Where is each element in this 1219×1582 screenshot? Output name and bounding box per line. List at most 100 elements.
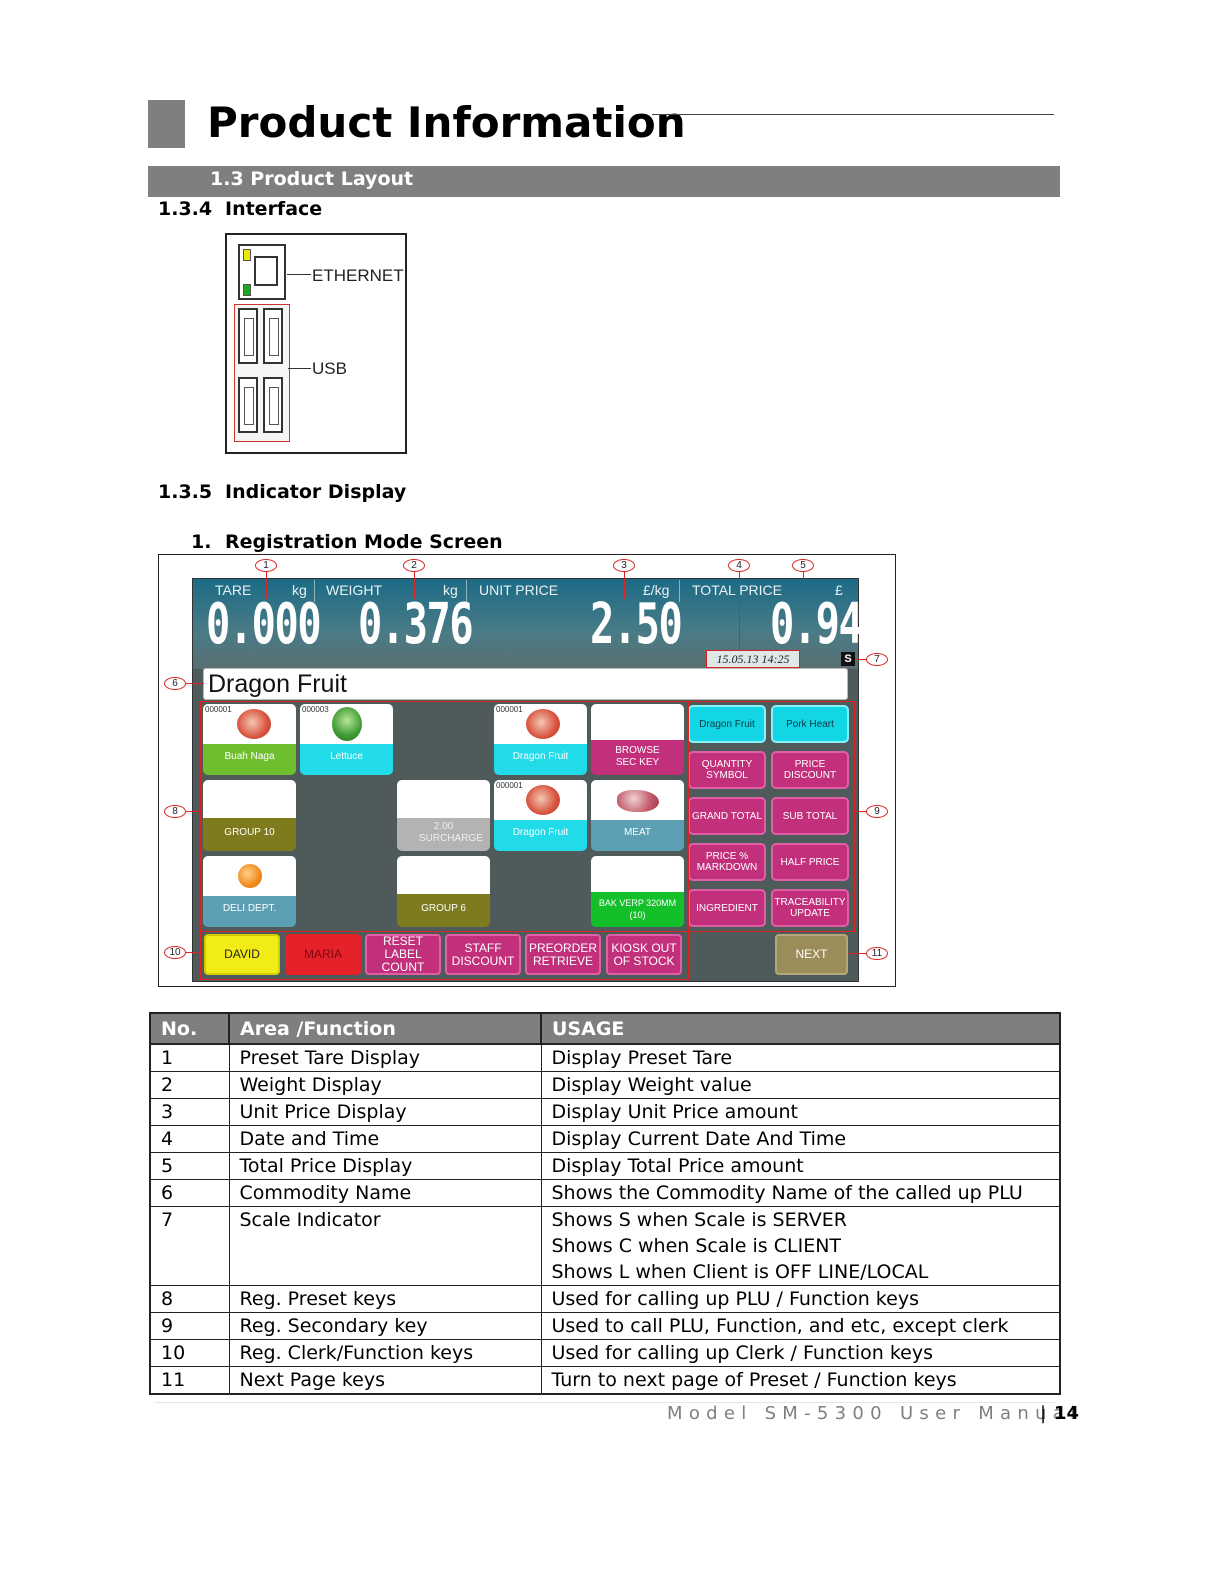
cell-line: Shows S when Scale is SERVER [551,1209,847,1231]
preset-key-group-10[interactable]: GROUP 10 [203,780,296,851]
row-function: Reg. Secondary key [228,1312,542,1340]
key-label: MEAT [623,827,652,838]
cell-line: Turn to next page of Preset / Function k… [551,1369,957,1391]
cell-line: 3 [161,1101,174,1123]
callout-5: 5 [792,559,814,572]
secondary-key-quantity-symbol[interactable]: QUANTITY SYMBOL [688,751,766,789]
secondary-key-price-markdown[interactable]: PRICE % MARKDOWN [688,843,766,881]
row-number: 8 [149,1285,230,1313]
callout-line [848,953,867,954]
cell-line: Display Current Date And Time [551,1128,847,1150]
cell-line: Used for calling up PLU / Function keys [551,1288,919,1310]
next-page-key[interactable]: NEXT [775,934,848,975]
preset-key-surcharge[interactable]: 2.00 SURCHARGE [397,780,490,851]
plu-code: 000001 [496,781,523,790]
preset-key-meat[interactable]: MEAT [591,780,684,851]
row-function: Scale Indicator [228,1206,542,1286]
callout-11: 11 [866,947,888,960]
cell-line: 11 [161,1369,186,1391]
page-title: Product Information [207,98,686,147]
scale-indicator: S [841,652,855,666]
row-number: 6 [149,1179,230,1207]
secondary-key-pork-heart[interactable]: Pork Heart [771,705,849,743]
section-heading: 1.3 Product Layout [210,168,414,190]
cell-line: Date and Time [239,1128,380,1150]
section-band [148,166,1060,197]
indicator-heading: Indicator Display [225,481,407,503]
preset-key-bak-verp[interactable]: BAK VERP 320MM (10) [591,856,684,927]
weight-label: WEIGHT [326,582,382,598]
usb-port-icon [238,308,258,364]
interface-number: 1.3.4 [158,198,213,220]
interface-diagram [225,233,407,454]
clerk-keys-area-frame [200,931,689,980]
cell-line: 5 [161,1155,174,1177]
cell-line [240,1259,541,1285]
preset-keys-area-frame [200,701,689,932]
callout-line [803,571,804,599]
function-key-staff-discount[interactable]: STAFF DISCOUNT [445,934,521,975]
cell-line: Shows C when Scale is CLIENT [551,1235,842,1257]
page-number: 14 [1054,1403,1080,1424]
preset-key-dragon-fruit[interactable]: 000001 Dragon Fruit [494,704,587,775]
secondary-key-traceability-update[interactable]: TRACEABILITY UPDATE [771,889,849,927]
unit-price-unit: £/kg [643,582,670,598]
clerk-key-maria[interactable]: MARIA [285,934,361,975]
cell-line: Reg. Secondary key [239,1315,428,1337]
registration-item-number: 1. [191,531,212,553]
cell-line [161,1259,229,1285]
preset-key-buah-naga[interactable]: 000001 Buah Naga [203,704,296,775]
secondary-key-half-price[interactable]: HALF PRICE [771,843,849,881]
row-usage: Display Unit Price amount [540,1098,1061,1126]
key-label: BROWSE SEC KEY [615,745,660,768]
row-usage: Used for calling up PLU / Function keys [540,1285,1061,1313]
row-function: Date and Time [228,1125,542,1153]
clerk-key-david[interactable]: DAVID [204,934,280,975]
secondary-key-price-discount[interactable]: PRICE DISCOUNT [771,751,849,789]
cell-line: Weight Display [239,1074,382,1096]
usb-port-icon [263,377,283,433]
cell-line: Shows L when Client is OFF LINE/LOCAL [551,1261,929,1283]
table-header-row: No. Area /Function USAGE [149,1012,1061,1045]
display-divider [314,580,315,602]
cell-line: 9 [161,1315,174,1337]
secondary-key-ingredient[interactable]: INGREDIENT [688,889,766,927]
callout-line [414,571,415,599]
row-number: 4 [149,1125,230,1153]
preset-key-group-6[interactable]: GROUP 6 [397,856,490,927]
cell-line: 10 [161,1342,186,1364]
row-usage: Display Preset Tare [540,1043,1061,1072]
column-header: USAGE [540,1012,1061,1045]
callout-line [266,571,267,599]
preset-key-lettuce[interactable]: 000003 Lettuce [300,704,393,775]
key-label: Lettuce [330,751,363,762]
secondary-key-sub-total[interactable]: SUB TOTAL [771,797,849,835]
cell-line: 2 [161,1074,174,1096]
row-usage: Used to call PLU, Function, and etc, exc… [540,1312,1061,1340]
function-key-kiosk-out-of-stock[interactable]: KIOSK OUT OF STOCK [606,934,682,975]
ethernet-label: ETHERNET [312,266,404,285]
secondary-key-dragon-fruit[interactable]: Dragon Fruit [688,705,766,743]
column-header: No. [149,1012,230,1045]
total-price-value: 0.94 [770,592,863,657]
row-usage: Display Total Price amount [540,1152,1061,1180]
preset-key-deli-dept[interactable]: DELI DEPT. [203,856,296,927]
function-key-reset-label-count[interactable]: RESET LABEL COUNT [365,934,441,975]
preset-key-browse-sec[interactable]: BROWSE SEC KEY [591,704,684,775]
preset-key-dragon-fruit-2[interactable]: 000001 Dragon Fruit [494,780,587,851]
footer-rule [155,1402,1055,1403]
callout-2: 2 [403,559,425,572]
usb-leader-line [288,368,311,369]
row-number: 5 [149,1152,230,1180]
function-key-preorder-retrieve[interactable]: PREORDER RETRIEVE [525,934,601,975]
display-divider [679,580,680,602]
callout-line [186,952,201,953]
row-usage: Display Current Date And Time [540,1125,1061,1153]
key-label: Buah Naga [224,751,275,762]
secondary-key-grand-total[interactable]: GRAND TOTAL [688,797,766,835]
callout-6: 6 [164,677,186,690]
indicator-number: 1.3.5 [158,481,213,503]
row-number: 11 [149,1366,230,1395]
